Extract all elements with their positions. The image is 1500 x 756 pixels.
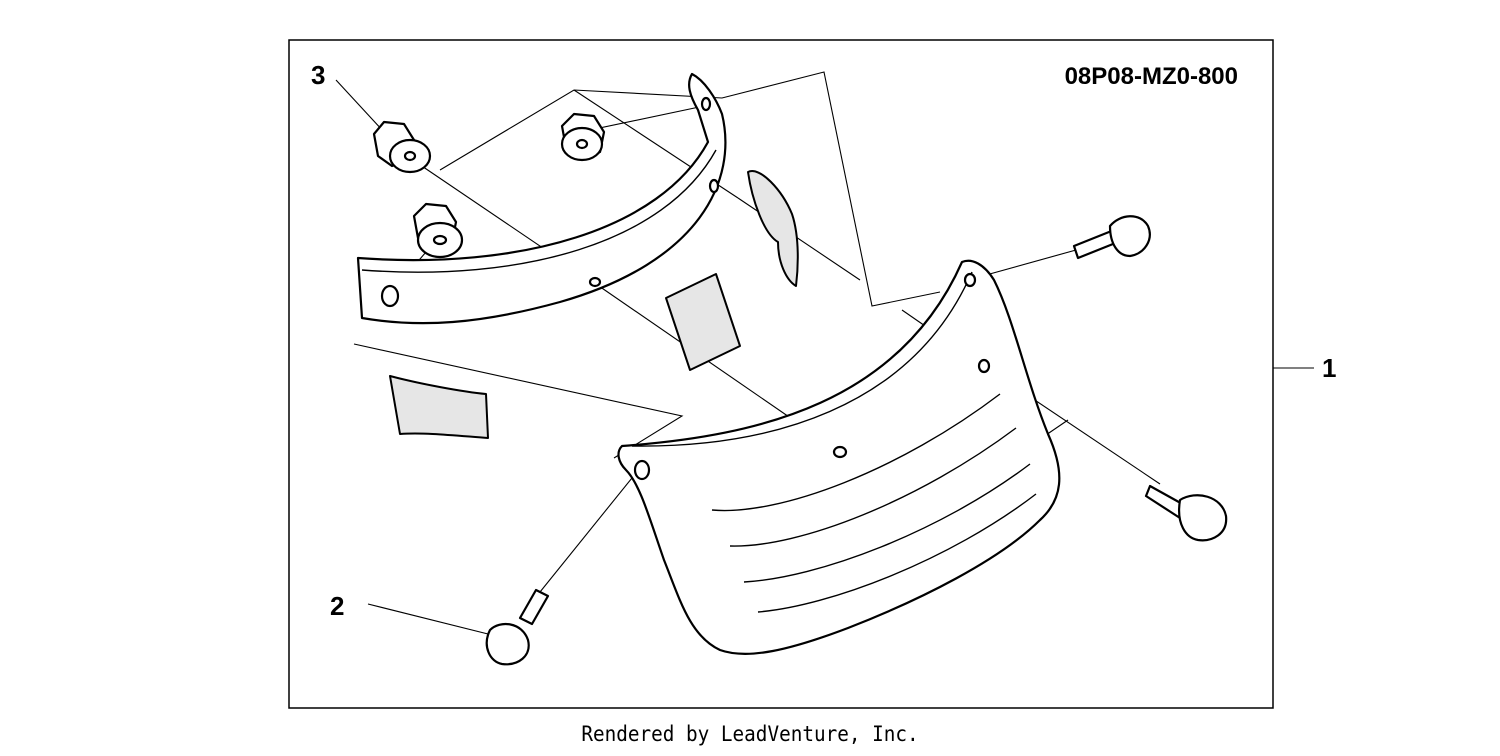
flange-nut-mid-left xyxy=(412,202,464,259)
pad-square xyxy=(665,273,741,371)
callout-2[interactable]: 2 xyxy=(330,591,344,621)
callout-3-leader xyxy=(335,79,385,133)
footer-credit: Rendered by LeadVenture, Inc. xyxy=(581,722,919,746)
upper-bracket xyxy=(356,72,727,325)
lower-cover xyxy=(617,259,1061,655)
callout-3[interactable]: 3 xyxy=(311,60,325,90)
bracket-clip xyxy=(747,170,799,287)
part-number-label: 08P08-MZ0-800 xyxy=(1065,63,1238,90)
diagram-frame xyxy=(288,39,1274,709)
callout-1[interactable]: 1 xyxy=(1322,353,1336,383)
callout-2-leader xyxy=(367,603,489,635)
pad-curved xyxy=(389,375,489,439)
flange-nut-top-left xyxy=(372,120,432,174)
bolt-right-upper xyxy=(1072,215,1151,260)
flange-nut-top-center xyxy=(560,112,606,162)
bolt-right-lower xyxy=(1144,484,1228,542)
bolt-lower-left xyxy=(485,588,550,666)
